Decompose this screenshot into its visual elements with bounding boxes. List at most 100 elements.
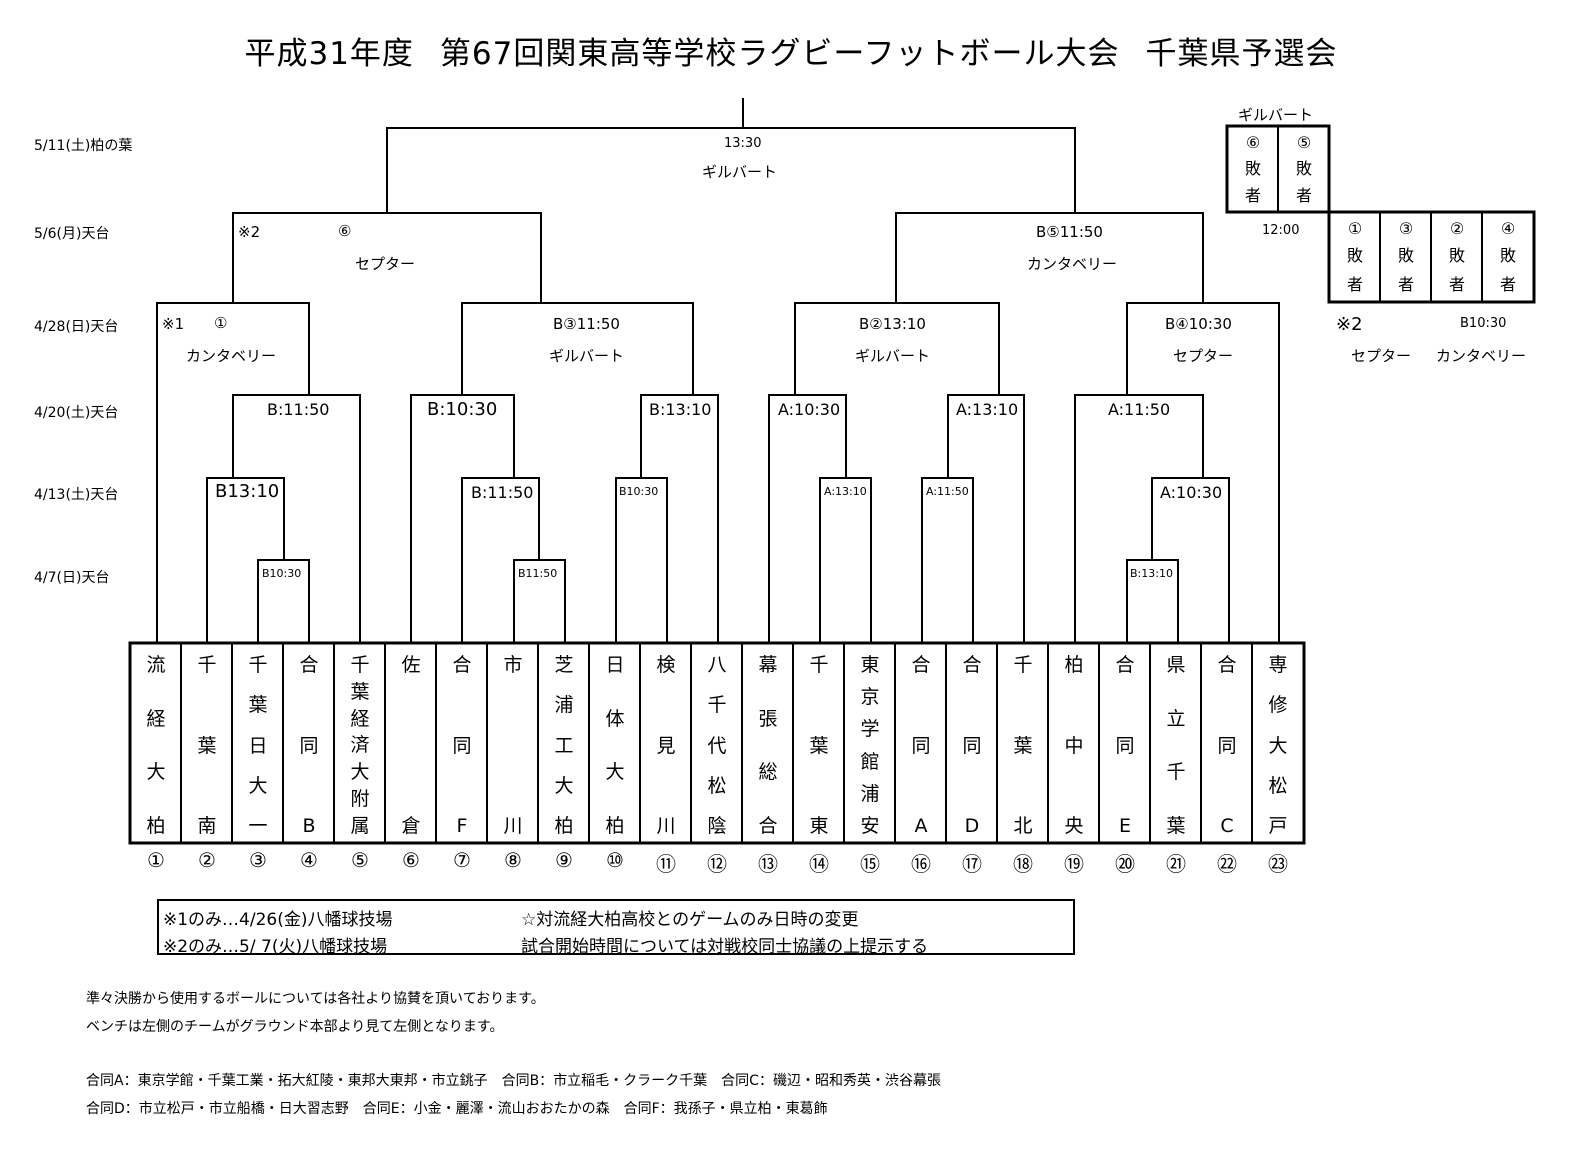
team-name-char: 倉 [401, 815, 421, 837]
semi-right-sponsor: カンタベリー [1027, 255, 1118, 273]
consolation-time-bottom: B10:30 [1460, 316, 1507, 331]
note-1: ※1のみ…4/26(金)八幡球技場 [163, 910, 393, 930]
team-name: 流経大柏 [131, 650, 181, 840]
loser-box-num: ④ [1500, 219, 1516, 239]
team-name-char: 東 [860, 654, 880, 676]
team-number: ④ [300, 848, 318, 872]
r3-game3-time: B:13:10 [649, 400, 712, 419]
loser-box-char: 者 [1346, 274, 1363, 294]
team-name-char: 千 [809, 654, 829, 676]
team-name-char: 北 [1013, 815, 1033, 837]
team-name-char: 大 [605, 761, 625, 784]
team-name-char: 立 [1166, 707, 1186, 730]
date-quarterfinal: 4/28(日)天台 [34, 319, 119, 335]
semi-left-mark: ※2 [238, 223, 261, 241]
loser-box-char: 者 [1295, 185, 1312, 205]
team-name: 検見川 [641, 650, 691, 840]
loser-box-char: 敗 [1448, 246, 1465, 266]
team-name: 佐倉 [386, 650, 436, 840]
team-name-char: 流 [146, 654, 166, 676]
team-name-char: 浦 [860, 782, 880, 805]
r1-game1-time: B10:30 [262, 567, 302, 580]
qf3-time: B②13:10 [859, 315, 926, 333]
team-name-char: 八 [707, 654, 727, 676]
team-name-char: B [302, 815, 316, 837]
team-name-char: F [456, 815, 468, 837]
team-number: ⑥ [402, 848, 420, 872]
team-name-char: 同 [452, 734, 472, 757]
team-name-char: 大 [248, 774, 268, 797]
team-number: ⑲ [1064, 852, 1084, 876]
team-name-char: 検 [656, 654, 676, 676]
loser-box-num: ⑥ [1245, 132, 1261, 152]
team-name-char: 代 [707, 734, 727, 757]
team-name-char: 葉 [1013, 734, 1033, 757]
team-name-char: A [914, 815, 928, 837]
qf1-game: ① [214, 314, 228, 332]
qf3-sponsor: ギルバート [855, 347, 931, 365]
r3-game1-time: B:11:50 [267, 400, 330, 419]
loser-box-1: ① 敗 者 [1330, 213, 1380, 301]
team-name-char: 大 [146, 761, 166, 784]
team-name: 千葉東 [794, 650, 844, 840]
date-semifinal: 5/6(月)天台 [34, 226, 110, 242]
semi-left-game: ⑥ [338, 222, 352, 240]
team-name-char: 経 [350, 707, 370, 730]
team-name: 八千代松陰 [692, 650, 742, 840]
footer-line-4: 合同D：市立松戸・市立船橋・日大習志野 合同E：小金・麗澤・流山おおたかの森 合… [86, 1101, 828, 1117]
team-name-char: 同 [911, 734, 931, 757]
consolation-sponsor-left: セプター [1351, 347, 1412, 365]
team-name-char: 千 [350, 654, 370, 676]
loser-box-char: 敗 [1295, 158, 1312, 178]
team-name-char: 合 [962, 654, 982, 676]
team-number: ⑦ [453, 848, 471, 872]
team-number: ⑤ [351, 848, 369, 872]
team-name: 千葉北 [998, 650, 1048, 840]
qf2-time: B③11:50 [553, 315, 620, 333]
team-name-char: 修 [1268, 694, 1288, 717]
consolation-mark: ※2 [1336, 314, 1363, 335]
team-number: ⑱ [1013, 852, 1033, 876]
r2-game3-time: B10:30 [619, 485, 659, 498]
team-number: ⑪ [656, 852, 676, 876]
team-name-char: 済 [350, 734, 370, 757]
loser-box-char: 者 [1448, 274, 1465, 294]
title-year: 平成31年度 [244, 36, 414, 72]
loser-box-5: ⑤ 敗 者 [1279, 127, 1329, 211]
semi-left-sponsor: セプター [355, 255, 416, 273]
team-name-char: 張 [758, 707, 778, 730]
loser-box-3: ③ 敗 者 [1381, 213, 1431, 301]
team-name-char: 見 [656, 734, 676, 757]
team-name-char: 市 [503, 654, 523, 676]
team-name-char: 体 [605, 707, 625, 730]
r1-game2-time: B11:50 [518, 567, 558, 580]
team-name: 千葉南 [182, 650, 232, 840]
team-name-char: 同 [1217, 734, 1237, 757]
team-name-char: D [964, 815, 980, 837]
qf4-sponsor: セプター [1173, 347, 1234, 365]
loser-box-char: 者 [1244, 185, 1261, 205]
date-round1: 4/7(日)天台 [34, 570, 110, 586]
team-name: 県立千葉 [1151, 650, 1201, 840]
team-name-char: 同 [299, 734, 319, 757]
team-name-char: 総 [758, 761, 778, 784]
team-name-char: 一 [248, 815, 268, 837]
page-title: 平成31年度第67回関東高等学校ラグビーフットボール大会千葉県予選会 [0, 28, 1582, 73]
qf2-sponsor: ギルバート [549, 347, 625, 365]
team-name-char: 浦 [554, 694, 574, 717]
loser-box-num: ⑤ [1296, 132, 1312, 152]
note-2: ※2のみ…5/ 7(火)八幡球技場 [163, 937, 388, 957]
team-name-char: 合 [1115, 654, 1135, 676]
team-name-char: 川 [656, 815, 676, 837]
team-name-char: 京 [860, 686, 880, 709]
team-name: 柏中央 [1049, 650, 1099, 840]
r3-game4-time: A:10:30 [778, 400, 841, 419]
team-name: 千葉経済大附属 [335, 650, 385, 840]
team-name-char: 戸 [1268, 815, 1288, 837]
team-number: ⑯ [911, 852, 931, 876]
team-name-char: 葉 [1166, 814, 1186, 837]
team-name-char: 千 [1166, 761, 1186, 784]
